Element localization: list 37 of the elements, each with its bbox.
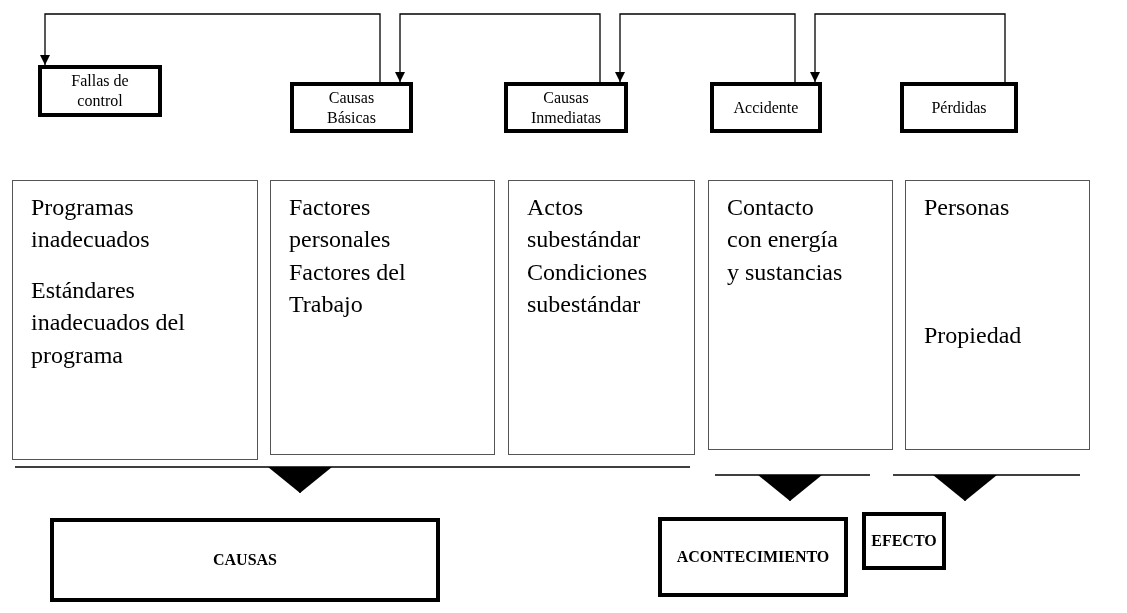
connector-arrow xyxy=(810,13,1006,83)
detail-text: Personas xyxy=(924,193,1011,222)
category-box xyxy=(50,518,440,602)
detail-box xyxy=(12,180,258,460)
block-arrow xyxy=(892,474,1081,502)
detail-text: Programas inadecuados xyxy=(31,193,151,255)
stage-box xyxy=(710,82,822,133)
stage-box xyxy=(38,65,162,117)
detail-text: Factores personales xyxy=(289,193,392,255)
stage-box xyxy=(290,82,413,133)
detail-text: Factores del Trabajo xyxy=(289,257,407,320)
category-label: CAUSAS xyxy=(213,551,277,569)
category-box xyxy=(862,512,946,570)
stage-label: Causas Básicas xyxy=(326,87,377,128)
detail-box xyxy=(270,180,495,455)
stage-label: Fallas de control xyxy=(70,71,130,111)
stage-label: Accidente xyxy=(733,97,799,118)
category-label: EFECTO xyxy=(871,532,937,550)
detail-box xyxy=(905,180,1090,450)
detail-text: Contacto con energía y sustancias xyxy=(727,193,844,287)
stage-label: Pérdidas xyxy=(931,97,987,118)
detail-box xyxy=(508,180,695,455)
connector-arrow xyxy=(395,13,601,83)
stage-box xyxy=(900,82,1018,133)
detail-text: Propiedad xyxy=(924,321,1023,351)
block-arrow xyxy=(714,474,871,502)
detail-text: Condiciones subestándar xyxy=(527,257,648,320)
detail-box xyxy=(708,180,893,450)
connector-arrow xyxy=(40,13,381,83)
stage-box xyxy=(504,82,628,133)
detail-text: Actos subestándar xyxy=(527,193,642,255)
category-label: ACONTECIMIENTO xyxy=(676,548,830,566)
stage-label: Causas Inmediatas xyxy=(529,87,603,128)
detail-text: Estándares inadecuados del programa xyxy=(31,275,186,370)
category-box xyxy=(658,517,848,597)
connector-arrow xyxy=(615,13,796,83)
block-arrow xyxy=(14,466,691,494)
